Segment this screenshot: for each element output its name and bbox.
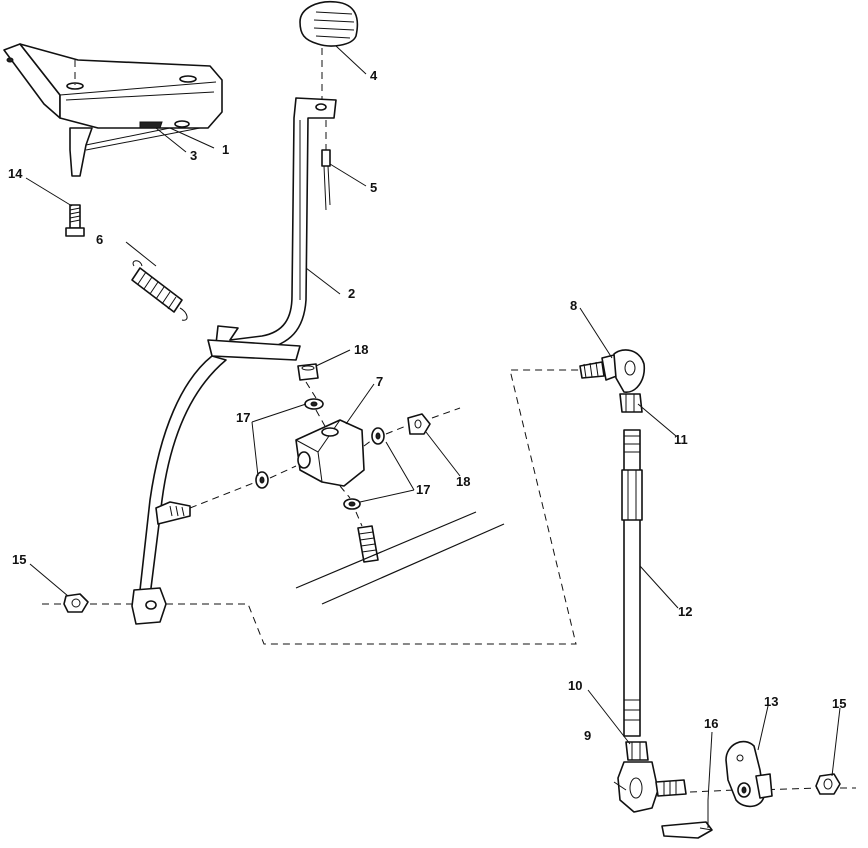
mounting-bracket <box>3 43 223 177</box>
callout-labels: 1 2 3 4 5 6 7 8 9 10 11 12 13 14 15 15 1… <box>8 68 846 743</box>
callout-10: 10 <box>568 678 582 693</box>
cotter-pin-part-5 <box>321 120 331 211</box>
callout-16: 16 <box>704 716 718 731</box>
callout-14: 14 <box>8 166 23 181</box>
spring-part-6 <box>131 260 188 321</box>
washer-part-17-left <box>255 471 269 489</box>
center-line-horizontal <box>189 407 461 509</box>
callout-12: 12 <box>678 604 692 619</box>
pivot-arm-part-13 <box>725 740 773 808</box>
callout-15-left: 15 <box>12 552 26 567</box>
pivot-block-part-7 <box>295 419 365 487</box>
callout-8: 8 <box>570 298 577 313</box>
callout-6: 6 <box>96 232 103 247</box>
callout-5: 5 <box>370 180 377 195</box>
callout-13: 13 <box>764 694 778 709</box>
callout-7: 7 <box>376 374 383 389</box>
brake-pedal-arm-part-2 <box>131 97 337 625</box>
bolt-part-14 <box>65 204 85 237</box>
nut-part-15-right <box>815 773 841 795</box>
rod-end-lower-part-9 <box>617 761 687 813</box>
callout-15-right: 15 <box>832 696 846 711</box>
leader-lines <box>25 45 841 801</box>
center-line-lower <box>689 787 856 793</box>
nut-part-15-left <box>63 593 89 613</box>
jam-nut-part-11 <box>619 393 643 413</box>
tie-rod-part-12 <box>621 429 643 737</box>
callout-17-right: 17 <box>416 482 430 497</box>
callout-4: 4 <box>370 68 378 83</box>
callout-1: 1 <box>222 142 229 157</box>
washer-part-17-upper <box>304 398 324 410</box>
linkage-path <box>42 369 582 645</box>
shim-plate-part-16 <box>661 821 713 839</box>
pedal-pad-part-4 <box>299 0 359 100</box>
callout-17-left: 17 <box>236 410 250 425</box>
callout-18-upper: 18 <box>354 342 368 357</box>
callout-18-right: 18 <box>456 474 470 489</box>
washer-part-17-right <box>371 427 385 445</box>
threaded-stud <box>357 525 379 563</box>
rod-end-upper-part-8 <box>579 349 646 393</box>
callout-9: 9 <box>584 728 591 743</box>
callout-3: 3 <box>190 148 197 163</box>
frame-line-lower <box>321 523 505 605</box>
frame-line-upper <box>295 511 477 589</box>
callout-11: 11 <box>674 432 688 447</box>
washer-part-17-lower <box>343 498 361 510</box>
nut-part-18-right <box>407 413 431 435</box>
nut-part-18-upper <box>297 363 319 381</box>
jam-nut-part-10 <box>625 741 649 761</box>
callout-2: 2 <box>348 286 355 301</box>
